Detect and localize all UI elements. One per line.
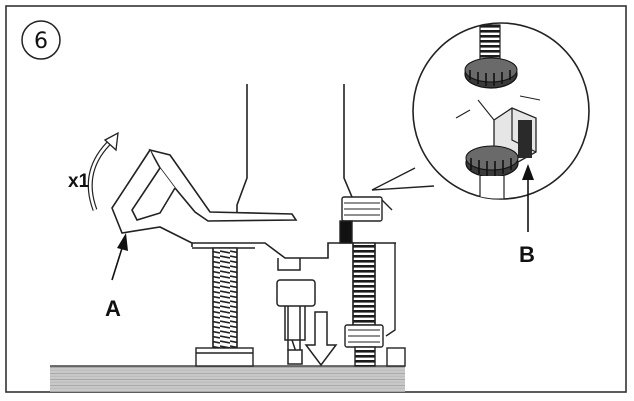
clamp-arm — [111, 148, 298, 247]
label-b: B — [519, 242, 535, 267]
down-arrow — [304, 311, 338, 367]
left-bolt — [195, 247, 254, 367]
rotation-arrow-icon — [87, 131, 119, 211]
step-number: 6 — [34, 29, 48, 54]
rotation-label: x1 — [68, 171, 90, 192]
wood-base — [50, 365, 405, 392]
center-post — [276, 258, 316, 365]
callout-leader — [371, 167, 435, 191]
right-bolt — [339, 196, 406, 367]
step-badge: 6 — [21, 20, 61, 60]
label-a: A — [105, 296, 121, 321]
pointer-arrow-a — [111, 233, 128, 281]
pointer-arrow-b — [522, 164, 534, 232]
detail-magnifier — [412, 22, 590, 200]
